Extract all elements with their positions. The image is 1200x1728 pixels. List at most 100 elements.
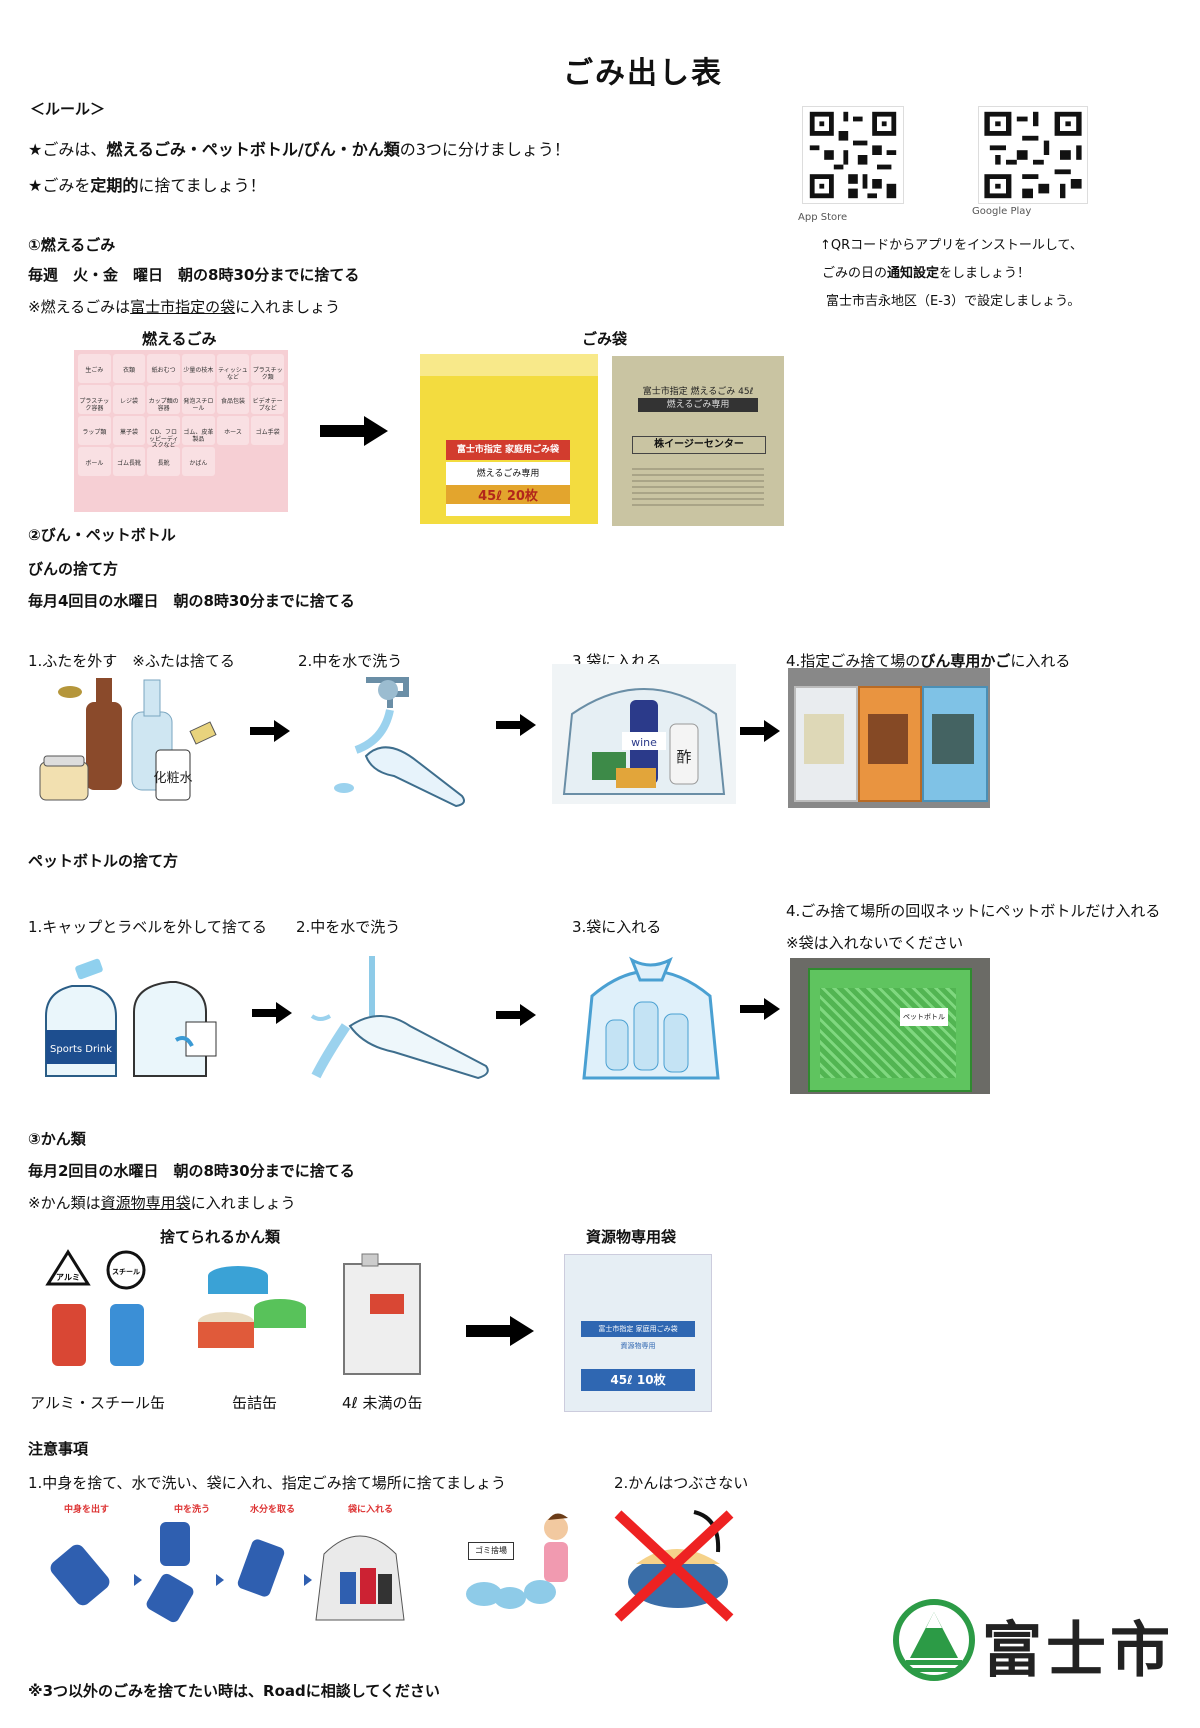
app-instruction-1: ↑QRコードからアプリをインストールして、 bbox=[820, 238, 1083, 253]
arrow-right-icon bbox=[250, 720, 290, 742]
resource-bag-type: 資源物専用 bbox=[620, 1342, 656, 1350]
bag-clear-type: 燃えるごみ専用 bbox=[638, 398, 758, 412]
burnable-note-bag: 富士市指定の袋 bbox=[130, 298, 236, 316]
glass-baskets-photo bbox=[788, 668, 990, 808]
burnable-note-pre: ※燃えるごみは bbox=[28, 298, 131, 316]
cans-note-post: に入れましょう bbox=[190, 1194, 296, 1212]
app-2-bold: 通知設定 bbox=[887, 266, 940, 281]
pet-note: ※袋は入れないでください bbox=[786, 934, 964, 952]
qr-code-google-play[interactable] bbox=[978, 106, 1088, 204]
google-play-label: Google Play bbox=[972, 206, 1032, 217]
qr-icon bbox=[979, 107, 1087, 203]
poster-item: ティッシュなど bbox=[216, 354, 250, 383]
pet-bottles-illustration: Sports Drink bbox=[45, 958, 217, 1077]
pet-bag-illustration bbox=[582, 956, 720, 1080]
step-label-empty: 中身を出す bbox=[64, 1505, 110, 1515]
cans-label-left: 捨てられるかん類 bbox=[160, 1228, 281, 1246]
burnable-label-left: 燃えるごみ bbox=[142, 330, 217, 348]
burnable-label-right: ごみ袋 bbox=[582, 330, 628, 348]
poster-item: ボール bbox=[78, 447, 111, 476]
app-instruction-2: ごみの日の通知設定をしましょう！ bbox=[822, 262, 1030, 281]
pet-net-photo: ペットボトル bbox=[790, 958, 990, 1094]
cans-schedule: 毎月2回目の水曜日 朝の8時30分までに捨てる bbox=[28, 1162, 355, 1180]
poster-item: 発泡スチロール bbox=[182, 385, 215, 414]
rule-2-bold: 定期的 bbox=[90, 176, 139, 195]
bag-clear-maker: 株イージーセンター bbox=[632, 436, 766, 454]
poster-item: ゴム長靴 bbox=[112, 447, 146, 476]
app-store-label: App Store bbox=[798, 212, 848, 223]
rule-1-post: の3つに分けましょう！ bbox=[399, 140, 570, 159]
glass-step-4-bold: びん専用かご bbox=[920, 652, 1011, 670]
poster-item: ラップ類 bbox=[78, 416, 111, 445]
step-label-wash: 中を洗う bbox=[174, 1505, 211, 1515]
arrow-right-icon bbox=[466, 1316, 534, 1346]
square-can-illustration bbox=[343, 1253, 421, 1375]
bottles-heading: ②びん・ペットボトル bbox=[28, 526, 176, 544]
fuji-city-logo-text: 富士市 bbox=[982, 1616, 1174, 1686]
burnable-note-post: に入れましょう bbox=[235, 298, 341, 316]
food-cans-illustration bbox=[198, 1266, 306, 1348]
glass-step-4-post: に入れる bbox=[1010, 652, 1071, 670]
bag-yellow-size: 45ℓ 20枚 bbox=[446, 485, 570, 504]
caution-item-2: 2.かんはつぶさない bbox=[614, 1474, 749, 1492]
fuji-city-logo: 富士市 bbox=[892, 1598, 1182, 1686]
bag-yellow-label: 燃えるごみ専用 45ℓ 20枚 bbox=[446, 462, 570, 516]
burnable-heading: ①燃えるごみ bbox=[28, 236, 116, 254]
arrow-right-icon bbox=[496, 1004, 536, 1026]
poster-item: 菓子袋 bbox=[112, 416, 146, 445]
resource-bag: 富士市指定 家庭用ごみ袋 資源物専用 45ℓ 10枚 bbox=[564, 1254, 712, 1412]
recycle-mark-steel: スチール bbox=[112, 1268, 140, 1276]
no-crush-icon bbox=[614, 1510, 734, 1622]
qr-code-app-store[interactable] bbox=[802, 106, 904, 204]
app-2-post: をしましょう！ bbox=[939, 266, 1031, 281]
wine-label: wine bbox=[631, 736, 657, 749]
poster-item: ゴム、皮革製品 bbox=[182, 416, 215, 445]
cans-label-right: 資源物専用袋 bbox=[586, 1228, 677, 1246]
poster-item: プラスチック類 bbox=[251, 354, 284, 383]
poster-item: 生ごみ bbox=[78, 354, 111, 383]
poster-item: ゴム手袋 bbox=[251, 416, 284, 445]
poster-item: プラスチック容器 bbox=[78, 385, 111, 414]
resource-bag-size: 45ℓ 10枚 bbox=[581, 1369, 695, 1391]
fuji-city-emblem-icon bbox=[893, 1599, 975, 1681]
bottles-and-caps-illustration: 化粧水 bbox=[39, 678, 217, 801]
glass-step-4: 4.指定ごみ捨て場のびん専用かごに入れる bbox=[786, 650, 1070, 671]
rule-2-post: に捨てましょう！ bbox=[138, 176, 266, 195]
washing-bottle-illustration bbox=[334, 677, 465, 808]
glass-step-1: 1.ふたを外す ※ふたは捨てる bbox=[28, 652, 235, 670]
page-title: ごみ出し表 bbox=[563, 56, 723, 91]
arrow-right-icon bbox=[252, 1002, 292, 1024]
rule-1-bold: 燃えるごみ・ペットボトル/びん・かん類 bbox=[106, 140, 400, 159]
glass-title: びんの捨て方 bbox=[28, 560, 119, 578]
step-label-bag: 袋に入れる bbox=[348, 1505, 394, 1515]
burnable-items-poster: 生ごみ衣類紙おむつ少量の枝木ティッシュなどプラスチック類プラスチック容器レジ袋カ… bbox=[74, 350, 288, 512]
glass-step-2: 2.中を水で洗う bbox=[298, 652, 403, 670]
cans-heading: ③かん類 bbox=[28, 1130, 86, 1148]
washing-pet-illustration bbox=[310, 956, 489, 1080]
burnable-bag-yellow: 富士市指定 家庭用ごみ袋 燃えるごみ専用 45ℓ 20枚 bbox=[420, 354, 598, 524]
jar-label: 化粧水 bbox=[153, 771, 192, 786]
garbage-station-illustration: ゴミ捨場 bbox=[456, 1508, 582, 1618]
rule-line-2: ★ごみを定期的に捨てましょう！ bbox=[28, 172, 266, 196]
glass-step-4-pre: 4.指定ごみ捨て場の bbox=[786, 652, 921, 670]
dump-sign: ゴミ捨場 bbox=[468, 1542, 514, 1560]
arrow-right-icon bbox=[740, 998, 780, 1020]
pet-step-3: 3.袋に入れる bbox=[572, 918, 662, 936]
arrow-right-icon bbox=[320, 416, 388, 446]
vinegar-label: 酢 bbox=[676, 748, 691, 766]
poster-item: かばん bbox=[182, 447, 215, 476]
poster-item: ホース bbox=[216, 416, 250, 445]
poster-item: 衣類 bbox=[112, 354, 146, 383]
cans-note-bag: 資源物専用袋 bbox=[100, 1194, 191, 1212]
arrow-right-icon bbox=[740, 720, 780, 742]
app-instruction-3: 富士市吉永地区（E-3）で設定しましょう。 bbox=[826, 294, 1081, 309]
poster-item: 少量の枝木 bbox=[182, 354, 215, 383]
poster-item: カップ麺の容器 bbox=[147, 385, 180, 414]
can-type-3: 4ℓ 未満の缶 bbox=[342, 1394, 423, 1412]
caution-heading: 注意事項 bbox=[28, 1440, 89, 1458]
footer-note: ※3つ以外のごみを捨てたい時は、Roadに相談してください bbox=[28, 1682, 440, 1700]
bag-yellow-type: 燃えるごみ専用 bbox=[476, 469, 540, 479]
pet-step-2: 2.中を水で洗う bbox=[296, 918, 401, 936]
glass-schedule: 毎月4回目の水曜日 朝の8時30分までに捨てる bbox=[28, 592, 355, 610]
rules-heading: ＜ルール＞ bbox=[30, 100, 106, 118]
